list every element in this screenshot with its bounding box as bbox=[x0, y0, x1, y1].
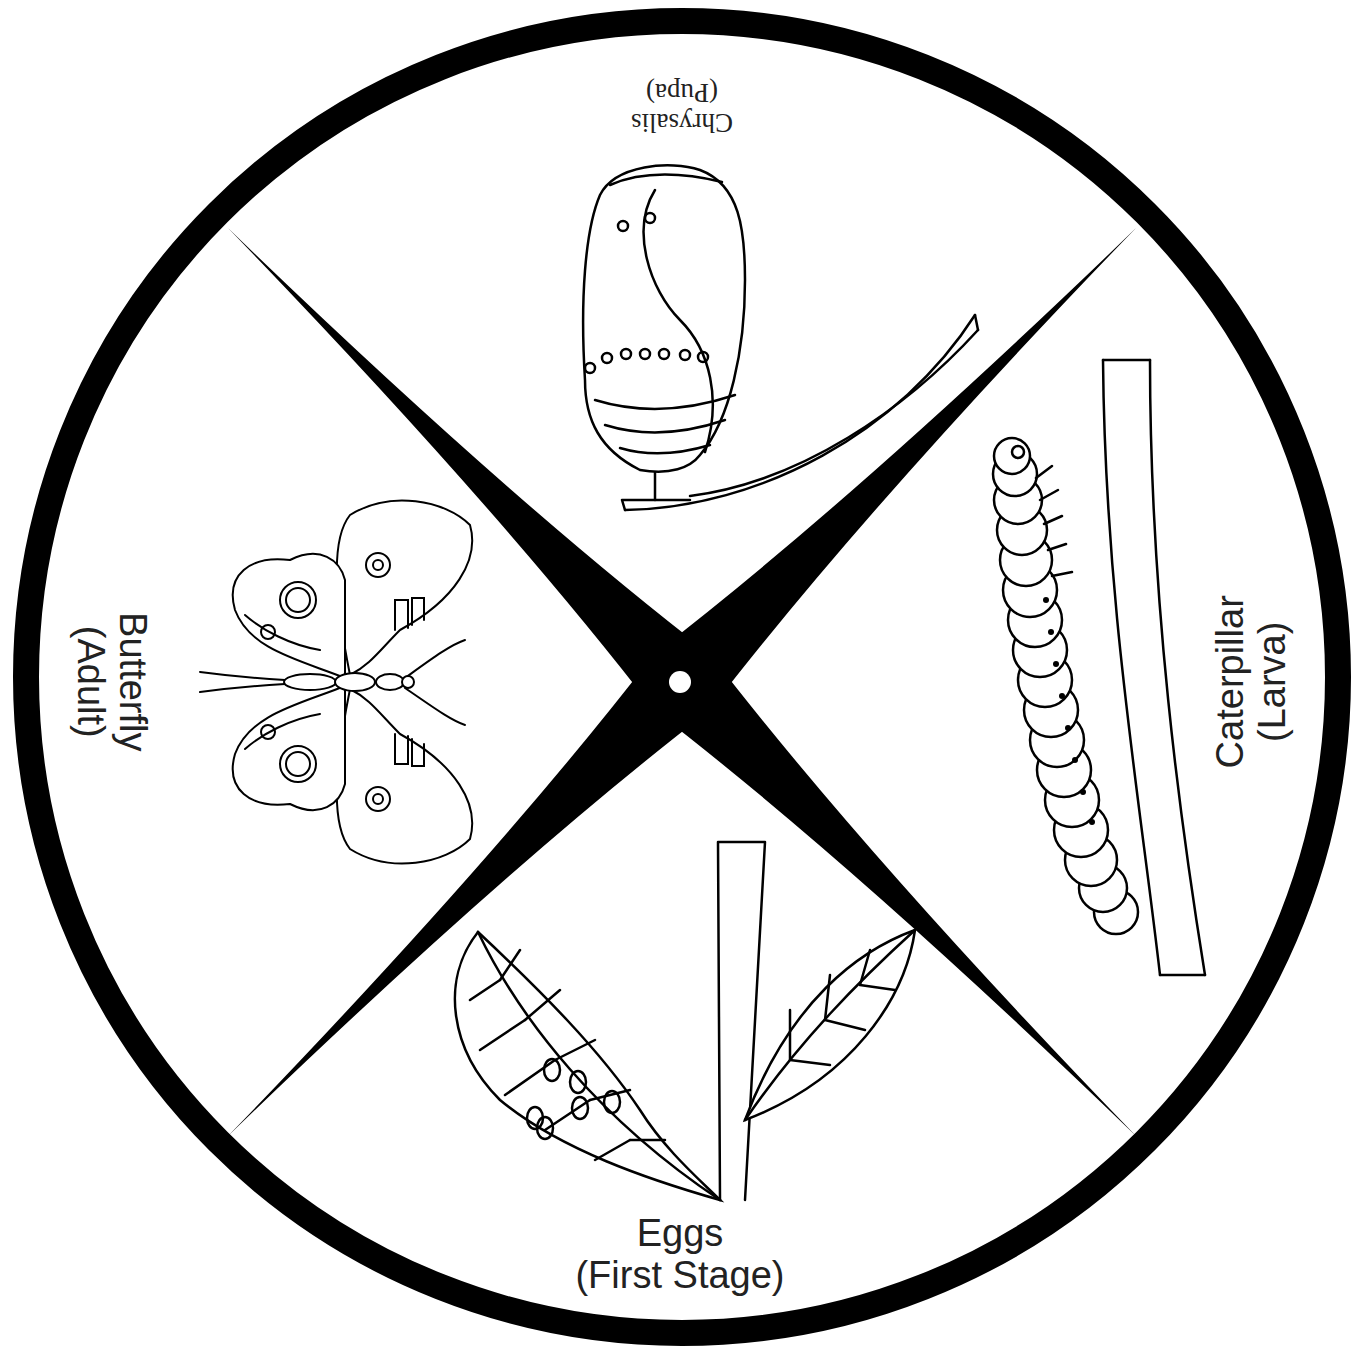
caterpillar-drawing bbox=[993, 360, 1205, 975]
stage-label: Caterpillar (Larva) bbox=[1210, 595, 1294, 768]
stage-label: Chrysalis (Pupa) bbox=[631, 78, 733, 137]
eggs-drawing bbox=[455, 842, 915, 1200]
butterfly-drawing bbox=[200, 501, 472, 864]
stage-label: Eggs (First Stage) bbox=[575, 1213, 784, 1297]
chrysalis-drawing bbox=[583, 165, 978, 510]
stage-name: Chrysalis (Pupa) bbox=[631, 78, 733, 137]
stage-label: Butterfly (Adult) bbox=[70, 612, 154, 751]
stage-name: Caterpillar (Larva) bbox=[1210, 595, 1294, 768]
stage-name: Eggs (First Stage) bbox=[575, 1213, 784, 1297]
stage-name: Butterfly (Adult) bbox=[70, 612, 154, 751]
